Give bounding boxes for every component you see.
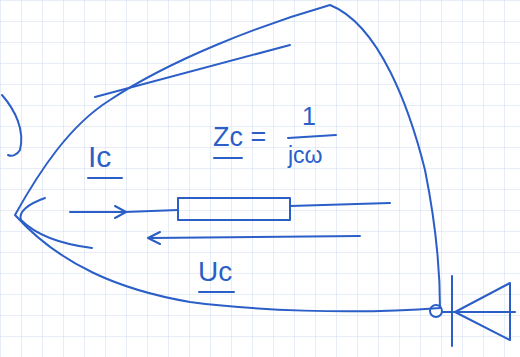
current-arrow (70, 206, 126, 218)
underline (88, 177, 122, 179)
wire (125, 210, 178, 212)
margin-curve (2, 95, 21, 156)
outline-shape (15, 5, 440, 311)
math-label: Zc = (213, 124, 266, 151)
underline (199, 291, 234, 293)
impedance-symbol (178, 198, 290, 220)
outline-stroke (20, 198, 92, 248)
math-label: Ic (88, 142, 111, 172)
math-label: jcω (288, 144, 323, 167)
ink-loop (430, 305, 442, 317)
voltage-arrow (148, 232, 360, 244)
wire (290, 203, 390, 206)
fraction-bar (288, 135, 336, 138)
math-label: Uc (198, 258, 232, 286)
outline-stroke (95, 45, 290, 97)
underline (214, 157, 242, 159)
math-label: 1 (302, 104, 316, 129)
diode-symbol (442, 276, 515, 346)
